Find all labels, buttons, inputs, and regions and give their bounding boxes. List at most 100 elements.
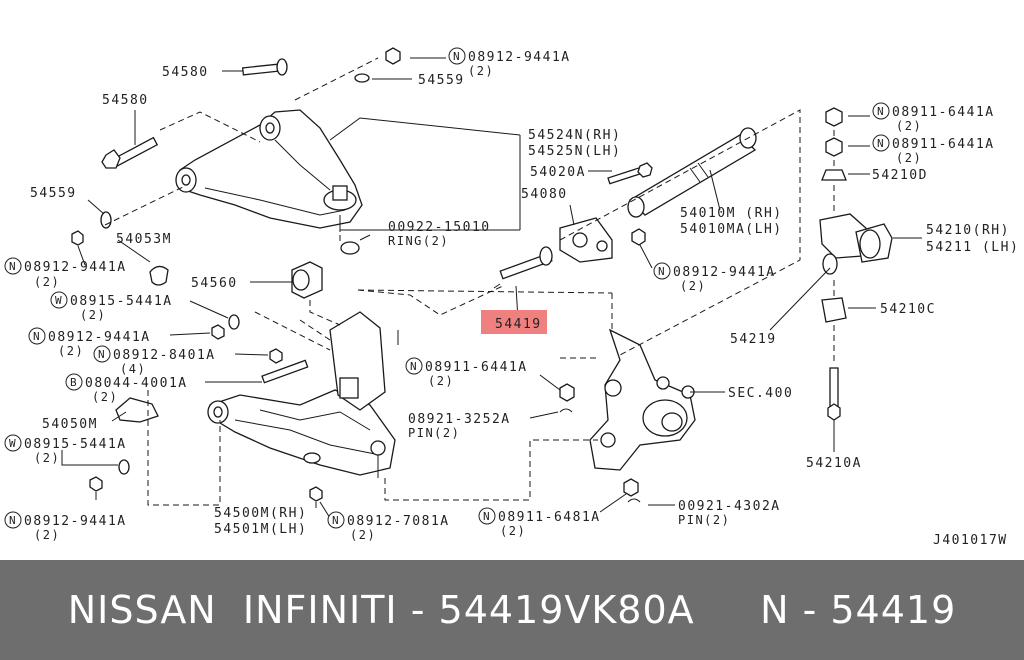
qty-08044-4001A: (2) bbox=[92, 390, 118, 404]
banner-gap bbox=[695, 588, 760, 632]
label-54210D: 54210D bbox=[872, 168, 928, 183]
svg-text:N: N bbox=[332, 514, 339, 527]
label-sec400: SEC.400 bbox=[728, 386, 793, 401]
svg-text:W: W bbox=[9, 437, 16, 450]
label-54559-top: 54559 bbox=[418, 73, 465, 88]
bumper-54053M bbox=[149, 265, 169, 286]
part-number-banner: NISSAN INFINITI - 54419VK80A N - 54419 bbox=[0, 560, 1024, 660]
qty-08911-6441A-r2: (2) bbox=[896, 151, 922, 165]
label-08912-8401A: 08912-8401A bbox=[113, 348, 216, 363]
label-54053M: 54053M bbox=[116, 232, 172, 247]
prefix-n-icon: N bbox=[327, 511, 345, 529]
leader-lines bbox=[61, 57, 922, 519]
nut-top bbox=[354, 47, 401, 83]
label-00922-15010: 00922-15010 bbox=[388, 220, 491, 235]
prefix-n-icon: N bbox=[4, 511, 22, 529]
label-08912-7081A: 08912-7081A bbox=[347, 514, 450, 529]
lower-control-arm bbox=[207, 311, 399, 478]
svg-text:W: W bbox=[55, 294, 62, 307]
sub-00921-4302A: PIN(2) bbox=[678, 513, 730, 527]
sub-00922-15010: RING(2) bbox=[388, 234, 449, 248]
callout-labels: 54580 N 08912-9441A (2) 54559 54580 5452… bbox=[4, 47, 1019, 548]
label-54050M: 54050M bbox=[42, 417, 98, 432]
prefix-n-icon: N bbox=[93, 345, 111, 363]
label-08911-6441A-mid: 08911-6441A bbox=[425, 360, 528, 375]
tension-rod-54010M bbox=[627, 127, 757, 218]
prefix-n-icon: N bbox=[872, 134, 890, 152]
label-54501M: 54501M(LH) bbox=[214, 522, 307, 537]
label-54219: 54219 bbox=[730, 332, 777, 347]
svg-text:N: N bbox=[877, 105, 884, 118]
highlight-box bbox=[481, 310, 547, 334]
label-08912-9441A-mid: 08912-9441A bbox=[673, 265, 776, 280]
svg-text:N: N bbox=[658, 265, 665, 278]
small-hardware-left bbox=[89, 314, 323, 502]
label-08912-9441A-top: 08912-9441A bbox=[468, 50, 571, 65]
prefix-n-icon: N bbox=[478, 507, 496, 525]
label-54211: 54211 (LH) bbox=[926, 240, 1019, 255]
qty-08912-9441A-left: (2) bbox=[34, 275, 60, 289]
svg-text:N: N bbox=[9, 260, 16, 273]
label-54210A: 54210A bbox=[806, 456, 862, 471]
svg-text:N: N bbox=[453, 50, 460, 63]
qty-08912-9441A-l2: (2) bbox=[58, 344, 84, 358]
qty-08911-6481A: (2) bbox=[500, 524, 526, 538]
label-54080: 54080 bbox=[521, 187, 568, 202]
label-08912-9441A-left: 08912-9441A bbox=[24, 260, 127, 275]
steering-knuckle bbox=[589, 328, 696, 471]
upper-control-arm bbox=[175, 109, 363, 232]
prefix-n-icon: N bbox=[4, 257, 22, 275]
prefix-b-icon: B bbox=[65, 373, 83, 391]
prefix-n-icon: N bbox=[28, 327, 46, 345]
bumper-54050M bbox=[115, 397, 159, 423]
label-00921-4302A: 00921-4302A bbox=[678, 499, 781, 514]
ring-00922 bbox=[340, 241, 360, 255]
bushing-54560 bbox=[291, 261, 323, 299]
qty-08912-9441A-bot: (2) bbox=[34, 528, 60, 542]
qty-08911-6441A-mid: (2) bbox=[428, 374, 454, 388]
upper-arm-bolt-54580-left bbox=[101, 136, 159, 169]
label-54580-top: 54580 bbox=[162, 65, 209, 80]
label-54524N: 54524N(RH) bbox=[528, 128, 621, 143]
svg-text:N: N bbox=[9, 514, 16, 527]
label-54210: 54210(RH) bbox=[926, 223, 1010, 238]
svg-text:B: B bbox=[70, 376, 77, 389]
label-08912-9441A-l2: 08912-9441A bbox=[48, 330, 151, 345]
label-54560: 54560 bbox=[191, 276, 238, 291]
upper-arm-bolt-54580-top bbox=[241, 58, 288, 76]
sub-08921-3252A: PIN(2) bbox=[408, 426, 460, 440]
label-54500M: 54500M(RH) bbox=[214, 506, 307, 521]
svg-text:N: N bbox=[410, 360, 417, 373]
label-54580-left: 54580 bbox=[102, 93, 149, 108]
label-08915-5441A-top: 08915-5441A bbox=[70, 294, 173, 309]
qty-08911-6441A-r1: (2) bbox=[896, 119, 922, 133]
svg-text:N: N bbox=[98, 348, 105, 361]
qty-08915-5441A-bot: (2) bbox=[34, 451, 60, 465]
svg-text:N: N bbox=[877, 137, 884, 150]
nut-and-pin-knuckle bbox=[559, 383, 641, 503]
prefix-w-icon: W bbox=[4, 434, 22, 452]
qty-08912-8401A: (4) bbox=[120, 362, 146, 376]
qty-08912-7081A: (2) bbox=[350, 528, 376, 542]
svg-text:N: N bbox=[483, 510, 490, 523]
qty-08915-5441A-top: (2) bbox=[80, 308, 106, 322]
label-08911-6441A-r1: 08911-6441A bbox=[892, 105, 995, 120]
qty-08912-9441A-mid: (2) bbox=[680, 279, 706, 293]
bracket-54080 bbox=[559, 217, 613, 263]
label-54010MA: 54010MA(LH) bbox=[680, 222, 783, 237]
qty-08912-9441A-top: (2) bbox=[468, 64, 494, 78]
prefix-n-icon: N bbox=[448, 47, 466, 65]
bolt-54419 bbox=[493, 246, 553, 289]
banner-oem-code: N - 54419 bbox=[760, 588, 957, 632]
label-08911-6441A-r2: 08911-6441A bbox=[892, 137, 995, 152]
highlighted-part-label: 54419 bbox=[495, 317, 542, 332]
label-54525N: 54525N(LH) bbox=[528, 144, 621, 159]
bolt-54020A bbox=[607, 162, 653, 185]
figure-code: J401017W bbox=[933, 533, 1008, 548]
lower-arm-bolt bbox=[261, 359, 309, 384]
label-08044-4001A: 08044-4001A bbox=[85, 376, 188, 391]
stabilizer-hardware bbox=[819, 107, 893, 421]
label-54020A: 54020A bbox=[530, 165, 586, 180]
label-54210C: 54210C bbox=[880, 302, 936, 317]
label-54559-left: 54559 bbox=[30, 186, 77, 201]
